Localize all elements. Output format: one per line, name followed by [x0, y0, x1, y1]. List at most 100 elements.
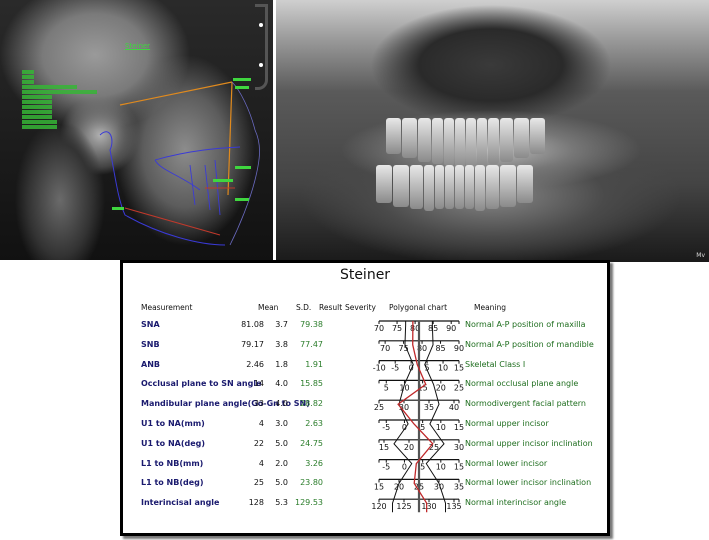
measurement-name: U1 to NA(mm) [141, 419, 205, 428]
measurement-result: 15.85 [300, 379, 323, 389]
measurement-name: L1 to NB(deg) [141, 478, 204, 488]
measurement-sd: 4.0 [275, 399, 288, 409]
measurement-mean: 14 [253, 379, 264, 389]
measurement-result: 79.38 [300, 320, 323, 329]
measurement-result: 1.91 [305, 359, 323, 369]
ceph-overlay-title: Steiner [125, 42, 151, 50]
measurement-name: Interincisal angle [141, 498, 220, 508]
chart-tick-label: 85 [435, 344, 445, 353]
measurement-result: 23.80 [300, 478, 323, 488]
measurement-meaning: Normodivergent facial pattern [465, 399, 586, 409]
chart-tick-label: 10 [438, 364, 448, 373]
chart-tick-label: 25 [454, 383, 464, 392]
measurement-mean: 128 [248, 498, 264, 508]
measurement-meaning: Normal lower incisor inclination [465, 478, 592, 488]
measurement-meaning: Normal lower incisor [465, 458, 548, 468]
panoramic-xray-panel[interactable]: Mv [276, 0, 709, 262]
chart-tick-label: 0 [402, 423, 407, 432]
measurement-result: 24.75 [300, 438, 323, 448]
header-mean: Mean [258, 303, 279, 312]
chart-tick-label: 70 [374, 324, 384, 333]
measurement-name: SNB [141, 339, 160, 349]
chart-tick-label: 10 [399, 383, 409, 392]
chart-tick-label: 30 [399, 403, 409, 412]
header-severity: Severity [345, 303, 376, 312]
chart-tick-label: 15 [418, 383, 428, 392]
sd-upper-line [424, 321, 446, 513]
measurement-sd: 3.8 [275, 339, 288, 349]
header-meaning: Meaning [474, 303, 507, 312]
measurement-meaning: Normal upper incisor inclination [465, 438, 593, 448]
chart-tick-label: 15 [379, 443, 389, 452]
measurement-meaning: Normal upper incisor [465, 419, 549, 428]
measurement-result: 3.26 [305, 458, 323, 468]
ceph-measurement-legend [22, 70, 97, 130]
measurement-result: 77.47 [300, 339, 323, 349]
measurement-name: Occlusal plane to SN angle [141, 379, 262, 389]
chart-tick-label: 0 [402, 463, 407, 472]
chart-tick-label: 25 [429, 443, 439, 452]
measurement-sd: 5.0 [275, 478, 288, 488]
chart-tick-label: 40 [449, 403, 459, 412]
chart-tick-label: 20 [436, 383, 446, 392]
header-sd: S.D. [296, 303, 312, 312]
measurement-mean: 33 [253, 399, 264, 409]
header-chart: Polygonal chart [389, 303, 448, 312]
chart-tick-label: -5 [382, 463, 390, 472]
chart-tick-label: 80 [417, 344, 427, 353]
measurement-meaning: Normal A-P position of maxilla [465, 320, 586, 329]
chart-tick-label: 120 [371, 502, 386, 511]
chart-tick-label: 0 [409, 364, 414, 373]
measurement-mean: 25 [253, 478, 264, 488]
measurement-sd: 3.0 [275, 419, 288, 428]
upper-teeth [386, 118, 545, 168]
measurement-meaning: Normal occlusal plane angle [465, 379, 579, 389]
result-polyline [397, 321, 434, 513]
measurement-mean: 4 [258, 419, 264, 428]
measurement-result: 129.53 [295, 498, 323, 508]
measurement-sd: 4.0 [275, 379, 288, 389]
chart-tick-label: 90 [454, 344, 464, 353]
measurement-sd: 5.0 [275, 438, 288, 448]
measurement-meaning: Normal interincisor angle [465, 498, 567, 508]
measurement-meaning: Skeletal Class I [465, 359, 526, 369]
chart-tick-label: 30 [454, 443, 464, 452]
measurement-sd: 2.0 [275, 458, 288, 468]
chart-tick-label: 10 [436, 463, 446, 472]
chart-tick-label: 130 [421, 502, 436, 511]
measurement-mean: 22 [253, 438, 264, 448]
chart-tick-label: 125 [396, 502, 411, 511]
chart-tick-label: 75 [392, 324, 402, 333]
chart-tick-label: 90 [446, 324, 456, 333]
chart-tick-label: -5 [382, 423, 390, 432]
measurement-sd: 5.3 [275, 498, 288, 508]
chart-tick-label: 5 [420, 463, 425, 472]
chart-tick-label: -10 [373, 364, 386, 373]
chart-tick-label: 135 [446, 502, 461, 511]
chart-tick-label: 10 [436, 423, 446, 432]
measurement-name: ANB [141, 359, 160, 369]
measurement-name: L1 to NB(mm) [141, 458, 204, 468]
chart-tick-label: 5 [420, 423, 425, 432]
measurement-result: 2.63 [305, 419, 323, 428]
chart-tick-label: 35 [424, 403, 434, 412]
chart-tick-label: 25 [374, 403, 384, 412]
steiner-analysis-report: Steiner Measurement Mean S.D. Result Sev… [120, 260, 610, 536]
chart-tick-label: -5 [391, 364, 399, 373]
chart-tick-label: 15 [454, 423, 464, 432]
ceph-nasion-ruler [255, 4, 268, 90]
measurement-mean: 79.17 [241, 339, 264, 349]
measurement-name: U1 to NA(deg) [141, 438, 206, 448]
measurement-name: Mandibular plane angle(Go-Gn to SN) [141, 399, 310, 409]
chart-tick-label: 35 [454, 482, 464, 491]
chart-tick-label: 5 [425, 364, 430, 373]
cephalometric-xray-panel[interactable]: Steiner [0, 0, 273, 260]
measurement-sd: 3.7 [275, 320, 288, 329]
panoramic-corner-label: Mv [696, 252, 705, 259]
header-measurement: Measurement [141, 303, 193, 312]
measurement-result: 28.82 [300, 399, 323, 409]
chart-tick-label: 70 [380, 344, 390, 353]
measurement-name: SNA [141, 320, 160, 329]
measurement-mean: 2.46 [246, 359, 264, 369]
chart-tick-label: 15 [454, 364, 464, 373]
